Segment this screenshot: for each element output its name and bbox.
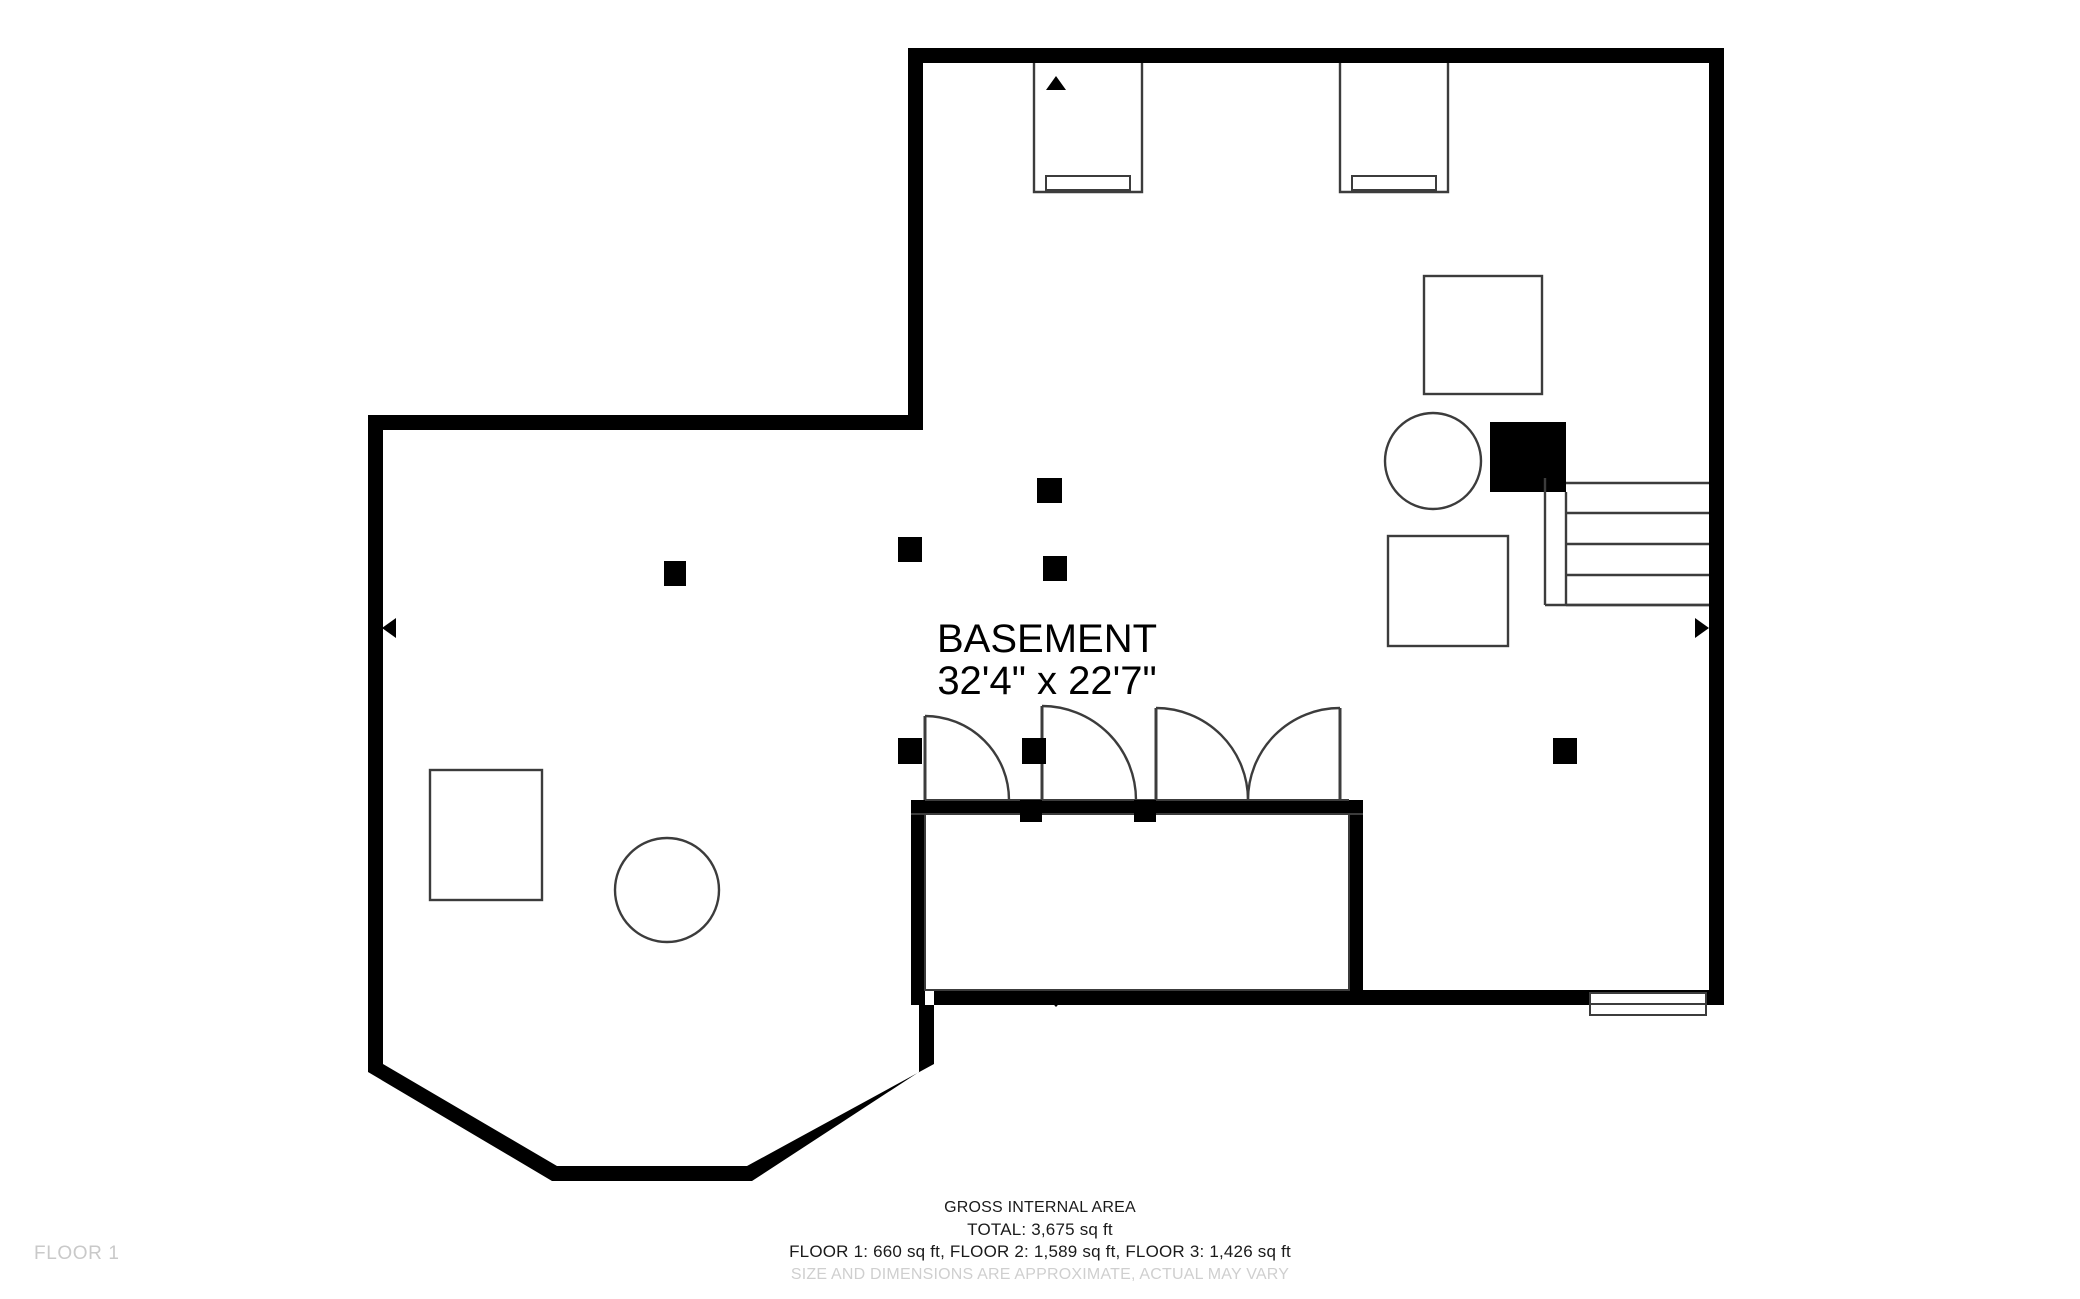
window-bottom-right[interactable]: [1589, 992, 1707, 1016]
gia-disclaimer: SIZE AND DIMENSIONS ARE APPROXIMATE, ACT…: [790, 1265, 1290, 1283]
window-well-top-left[interactable]: [1032, 63, 1144, 194]
gia-total: TOTAL: 3,675 sq ft: [967, 1219, 1113, 1239]
column-5: [898, 738, 922, 764]
column-6: [1022, 738, 1046, 764]
tank-circle[interactable]: [613, 836, 721, 944]
interior-partition-walls: [911, 800, 1363, 1005]
staircase[interactable]: [1543, 478, 1709, 607]
column-1: [664, 561, 686, 586]
exterior-walls: [368, 48, 1724, 1181]
marker-south: [1043, 993, 1069, 1007]
furnace-unit[interactable]: [1422, 274, 1544, 396]
water-heater[interactable]: [1383, 411, 1483, 511]
utility-unit[interactable]: [1386, 534, 1510, 648]
column-2: [898, 537, 922, 562]
room-label-name: BASEMENT: [937, 617, 1157, 661]
window-well-top-right[interactable]: [1338, 63, 1450, 194]
gia-heading: GROSS INTERNAL AREA: [944, 1199, 1136, 1217]
gia-breakdown: FLOOR 1: 660 sq ft, FLOOR 2: 1,589 sq ft…: [789, 1242, 1291, 1262]
door-closet-left[interactable]: [923, 714, 1011, 801]
marker-east: [1695, 618, 1709, 638]
chimney-column: [1490, 422, 1566, 492]
floor-tag-label: FLOOR 1: [34, 1243, 120, 1264]
column-3: [1037, 478, 1062, 503]
door-closet-double[interactable]: [1154, 706, 1342, 801]
room-label-dimensions: 32'4" x 22'7": [937, 659, 1156, 703]
marker-west: [382, 618, 396, 638]
door-jamb-blocks: [1020, 800, 1156, 822]
closet-interior-outline: [911, 799, 1363, 991]
door-closet-middle[interactable]: [1040, 704, 1138, 801]
column-4: [1043, 556, 1067, 581]
storage-unit[interactable]: [428, 768, 544, 902]
marker-north: [1046, 76, 1066, 90]
structural-columns: [664, 478, 1577, 764]
gross-internal-area-block: GROSS INTERNAL AREA TOTAL: 3,675 sq ft F…: [0, 1197, 2080, 1285]
column-7: [1553, 738, 1577, 764]
